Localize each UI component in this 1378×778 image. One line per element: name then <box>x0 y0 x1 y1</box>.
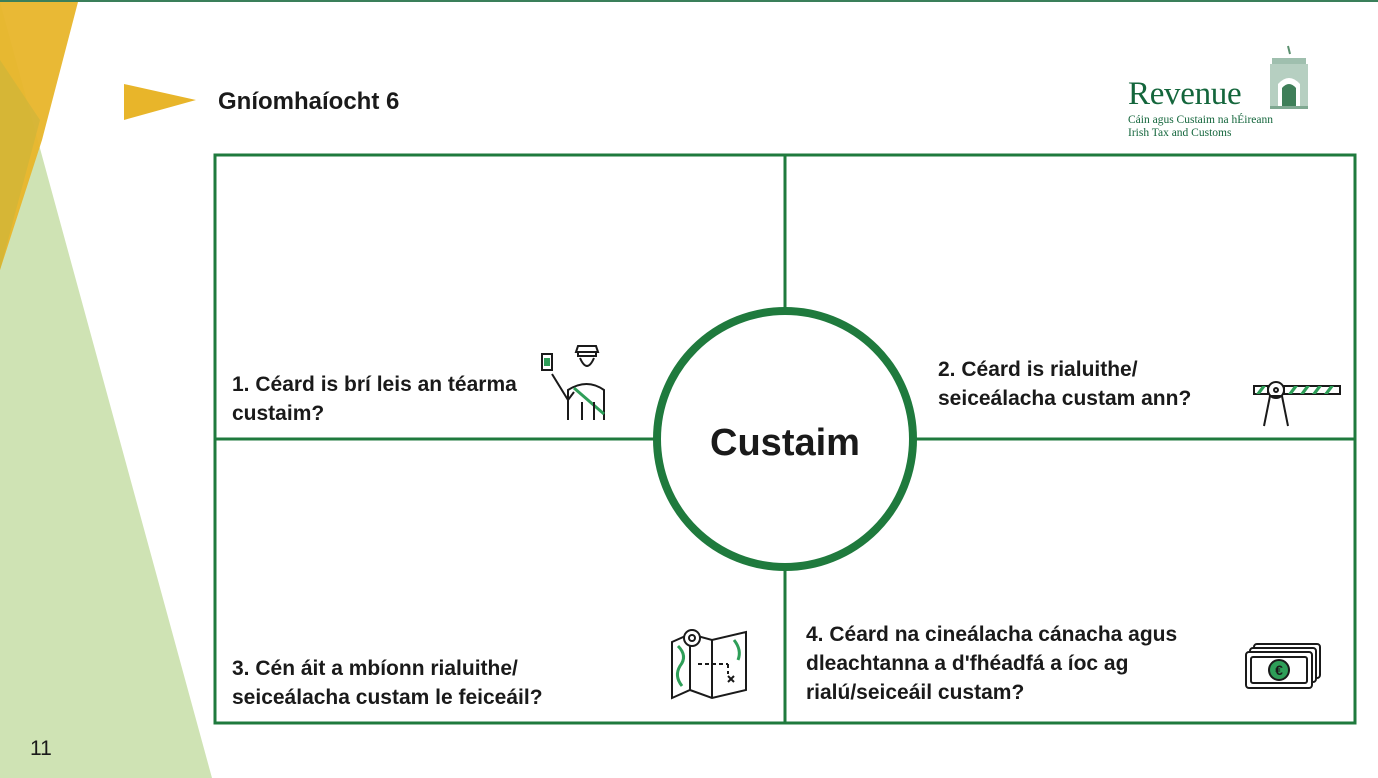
page-number: 11 <box>30 737 52 760</box>
question-1: 1. Céard is brí leis an téarma custaim? <box>232 373 517 425</box>
revenue-logo: Revenue Cáin agus Custaim na hÉireann Ir… <box>1128 44 1338 144</box>
logo-wordmark: Revenue <box>1128 76 1242 112</box>
decorative-triangles <box>0 2 212 778</box>
top-rule <box>0 0 1378 2</box>
slide-title: Gníomhaíocht 6 <box>218 88 400 115</box>
title-arrow-icon <box>124 84 196 120</box>
question-2: 2. Céard is rialuithe/ seiceálacha custa… <box>938 358 1192 410</box>
svg-text:€: € <box>1275 662 1283 678</box>
customs-officer-icon <box>541 345 605 420</box>
harp-arch-icon <box>1270 45 1308 109</box>
center-label: Custaim <box>710 422 860 464</box>
question-4: 4. Céard na cineálacha cánacha agus dlea… <box>806 623 1178 704</box>
logo-tagline-english: Irish Tax and Customs <box>1128 127 1232 139</box>
map-icon <box>671 629 747 700</box>
question-3: 3. Cén áit a mbíonn rialuithe/ seiceálac… <box>232 657 543 709</box>
logo-tagline-irish: Cáin agus Custaim na hÉireann <box>1128 114 1273 126</box>
barrier-gate-icon <box>1253 381 1341 427</box>
euro-banknotes-icon: € <box>1245 643 1321 689</box>
